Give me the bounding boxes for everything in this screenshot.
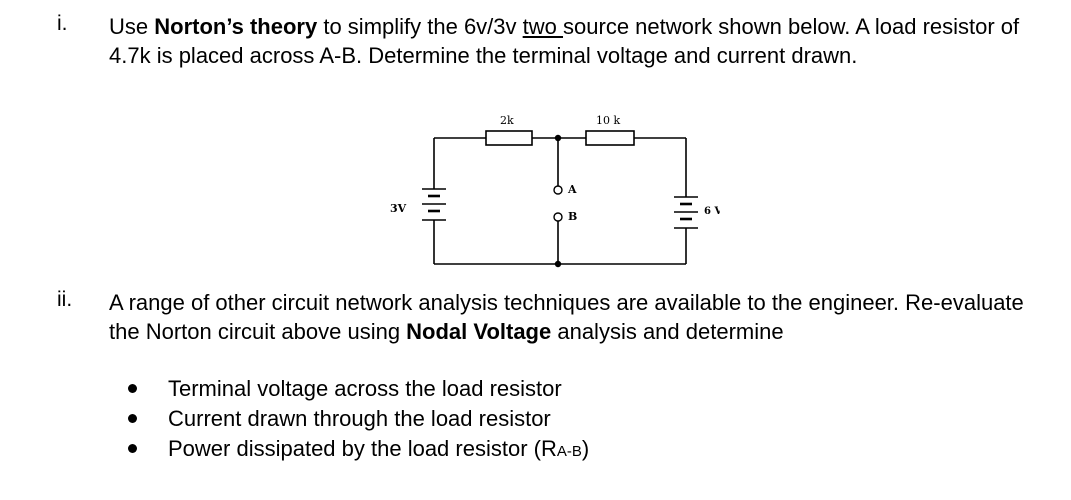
terminal-b-circle — [553, 212, 563, 222]
q1-text-mid2: source network shown below. A load resis… — [109, 14, 1020, 68]
q1-bold-nortons-theory: Norton’s theory — [154, 14, 318, 39]
list-item: Current drawn through the load resistor — [128, 404, 589, 434]
terminal-a-circle — [553, 185, 563, 195]
q1-text-pre: Use — [109, 14, 155, 39]
label-6v: 6 V — [704, 206, 720, 217]
bullet-icon — [128, 384, 137, 393]
label-terminal-b: B — [568, 210, 577, 223]
label-10k: 10 k — [596, 114, 620, 127]
q2-text-post: analysis and determine — [551, 319, 784, 344]
list-item: Terminal voltage across the load resisto… — [128, 374, 589, 404]
label-2k: 2k — [500, 114, 514, 127]
requirements-list: Terminal voltage across the load resisto… — [128, 374, 589, 467]
bullet-icon — [128, 444, 137, 453]
question-i-text: Use Norton’s theory to simplify the 6v/3… — [109, 12, 1054, 70]
question-number-i: i. — [57, 12, 68, 35]
bullet-text-1: Terminal voltage across the load resisto… — [168, 376, 562, 401]
question-ii-text: A range of other circuit network analysi… — [109, 288, 1054, 346]
bullet-icon — [128, 414, 137, 423]
q1-text-mid1: to simplify the 6v/3v — [317, 14, 523, 39]
label-3v: 3V — [390, 202, 407, 215]
bullet-text-3-subscript: A-B — [556, 443, 582, 460]
circuit-diagram: 2k 10 k 3V 6 V A B — [390, 114, 720, 268]
resistor-2k — [485, 130, 533, 146]
resistor-10k — [585, 130, 635, 146]
battery-3v — [422, 188, 446, 221]
bullet-text-3-post: ) — [581, 436, 590, 461]
bullet-text-2: Current drawn through the load resistor — [168, 406, 551, 431]
bullet-text-3-pre: Power dissipated by the load resistor (R — [168, 436, 557, 461]
junction-bottom — [554, 260, 562, 268]
q2-text-pre: A range of other circuit network analysi… — [109, 290, 1024, 344]
q2-bold-nodal-voltage: Nodal Voltage — [406, 319, 552, 344]
battery-6v — [674, 196, 698, 229]
q1-underline-two: two — [522, 14, 564, 39]
list-item: Power dissipated by the load resistor (R… — [128, 434, 589, 467]
question-number-ii: ii. — [57, 288, 73, 311]
junction-top — [554, 134, 562, 142]
label-terminal-a: A — [567, 183, 577, 196]
